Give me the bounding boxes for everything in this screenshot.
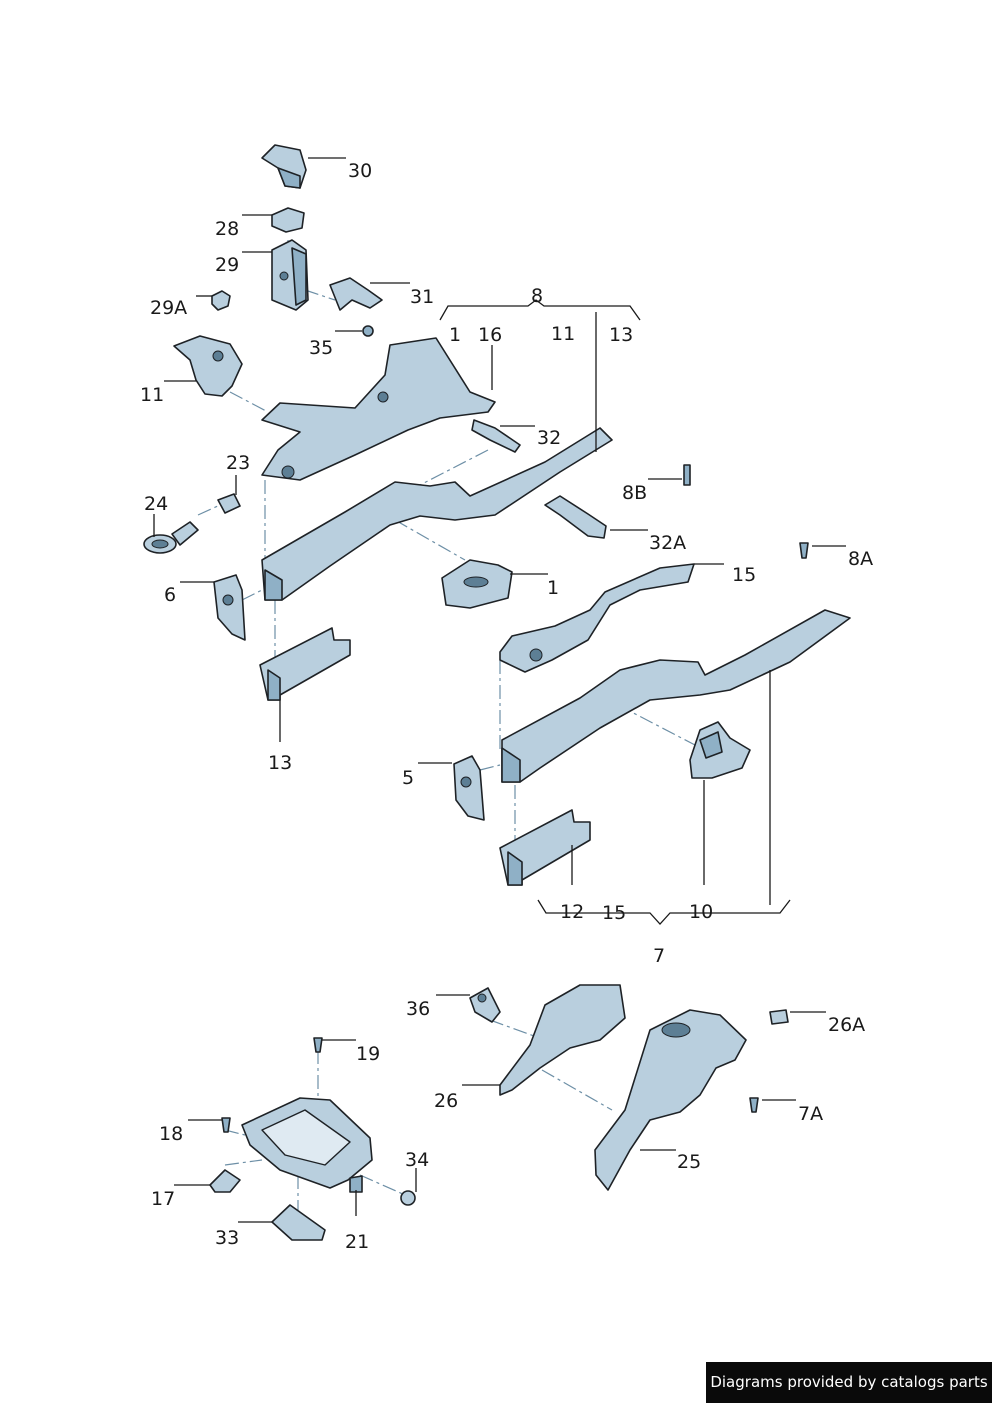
callout-7: 7 xyxy=(653,945,665,967)
callout-8-13: 13 xyxy=(609,324,633,346)
callout-8: 8 xyxy=(531,285,543,307)
callout-8-11: 11 xyxy=(551,323,575,345)
part-31 xyxy=(329,277,383,311)
bracket-group-8 xyxy=(439,299,641,321)
part-battery-tray xyxy=(241,1097,373,1189)
part-13-lower xyxy=(259,627,351,701)
callout-11: 11 xyxy=(140,384,164,406)
part-29a xyxy=(211,290,231,311)
callout-35: 35 xyxy=(309,337,333,359)
callout-31: 31 xyxy=(410,286,434,308)
part-8b xyxy=(683,464,691,486)
callout-8a: 8A xyxy=(848,548,873,570)
callout-6: 6 xyxy=(164,584,176,606)
part-17 xyxy=(209,1169,241,1193)
callout-30: 30 xyxy=(348,160,372,182)
callout-26: 26 xyxy=(434,1090,458,1112)
part-8-long-member xyxy=(261,427,613,601)
callout-5: 5 xyxy=(402,767,414,789)
callout-labels: 30 28 29 29A 31 35 8 1 16 11 13 11 32 23… xyxy=(140,160,873,1253)
callout-21: 21 xyxy=(345,1231,369,1253)
callout-32: 32 xyxy=(537,427,561,449)
callout-28: 28 xyxy=(215,218,239,240)
callout-29: 29 xyxy=(215,254,239,276)
callout-1: 1 xyxy=(547,577,559,599)
callout-32a: 32A xyxy=(649,532,686,554)
callout-34: 34 xyxy=(405,1149,429,1171)
callout-15: 15 xyxy=(732,564,756,586)
part-10 xyxy=(689,721,751,779)
part-32a xyxy=(544,495,607,539)
credit-banner[interactable]: Diagrams provided by catalogs parts xyxy=(706,1362,992,1403)
part-8-crossmember xyxy=(261,337,496,481)
part-32 xyxy=(471,419,521,453)
part-26 xyxy=(499,984,626,1096)
part-12 xyxy=(499,809,591,886)
callout-7-10: 10 xyxy=(689,901,713,923)
part-25 xyxy=(594,1009,747,1191)
callout-23: 23 xyxy=(226,452,250,474)
part-1-bracket xyxy=(441,559,513,609)
callout-7-15: 15 xyxy=(602,902,626,924)
callout-29a: 29A xyxy=(150,297,187,319)
part-6 xyxy=(213,574,246,641)
callout-33: 33 xyxy=(215,1227,239,1249)
leader-lines xyxy=(153,157,846,1223)
callout-7-12: 12 xyxy=(560,901,584,923)
callout-25: 25 xyxy=(677,1151,701,1173)
assembly-lines xyxy=(197,240,696,1210)
part-26a xyxy=(769,1009,789,1025)
part-15-bracket xyxy=(499,563,695,673)
part-7a xyxy=(749,1097,759,1113)
callout-36: 36 xyxy=(406,998,430,1020)
part-24 xyxy=(143,521,199,554)
callout-8-1: 1 xyxy=(449,324,461,346)
callout-13: 13 xyxy=(268,752,292,774)
callout-26a: 26A xyxy=(828,1014,865,1036)
part-29 xyxy=(271,239,309,311)
part-35 xyxy=(362,325,374,337)
bracket-group-7 xyxy=(537,899,791,925)
callout-24: 24 xyxy=(144,493,168,515)
callout-7a: 7A xyxy=(798,1103,823,1125)
part-5 xyxy=(453,755,485,821)
part-19 xyxy=(313,1037,323,1053)
part-33 xyxy=(271,1204,326,1241)
callout-18: 18 xyxy=(159,1123,183,1145)
callout-8-16: 16 xyxy=(478,324,502,346)
callout-17: 17 xyxy=(151,1188,175,1210)
part-11-upper xyxy=(173,335,243,397)
part-23 xyxy=(217,493,241,514)
part-21 xyxy=(349,1175,363,1193)
callout-8b: 8B xyxy=(622,482,647,504)
callout-19: 19 xyxy=(356,1043,380,1065)
part-28 xyxy=(271,207,305,233)
part-30 xyxy=(261,144,307,189)
part-8a xyxy=(799,542,809,559)
part-18 xyxy=(221,1117,231,1133)
part-34 xyxy=(400,1190,416,1206)
part-7-long-member xyxy=(501,609,851,783)
part-36 xyxy=(469,987,501,1023)
